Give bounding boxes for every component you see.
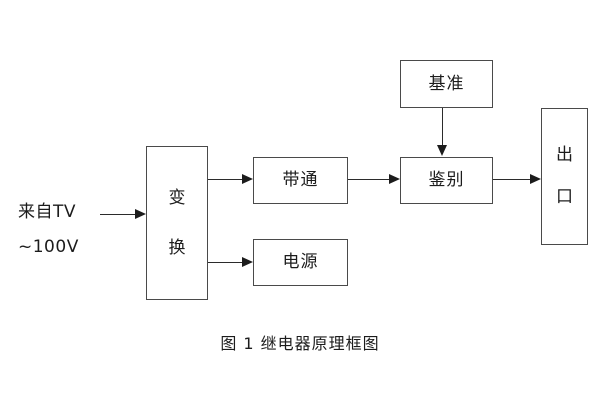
block-bandpass[interactable]: 带通	[253, 157, 348, 204]
block-bandpass-label: 带通	[282, 170, 319, 191]
block-reference[interactable]: 基准	[400, 60, 493, 108]
connector-bandpass-to-discriminate-line	[348, 179, 390, 180]
block-output-char-2: 口	[556, 186, 573, 207]
block-transform[interactable]: 变 换	[146, 146, 208, 300]
block-transform-char-1: 变	[168, 187, 186, 208]
connector-reference-to-discriminate-line	[442, 108, 443, 146]
block-output-char-1: 出	[556, 145, 573, 166]
arrowhead-transform-to-power	[242, 256, 253, 267]
arrowhead-bandpass-to-discriminate	[389, 173, 400, 184]
connector-transform-to-bandpass-line	[208, 179, 243, 180]
block-transform-char-2: 换	[168, 237, 186, 258]
connector-input-to-transform-line	[100, 214, 136, 215]
arrowhead-transform-to-bandpass	[242, 173, 253, 184]
arrowhead-reference-to-discriminate	[436, 145, 447, 156]
figure-caption: 图 1 继电器原理框图	[220, 334, 380, 353]
block-output[interactable]: 出 口	[541, 108, 588, 245]
input-source-label-line1: 来自TV	[18, 202, 77, 222]
input-source-label-line2: ~100V	[18, 237, 79, 257]
block-power-label: 电源	[282, 252, 319, 273]
connector-discriminate-to-output-line	[493, 179, 532, 180]
block-power[interactable]: 电源	[253, 239, 348, 286]
block-discriminate[interactable]: 鉴别	[400, 157, 493, 204]
block-discriminate-label: 鉴别	[428, 170, 465, 191]
arrowhead-input-to-transform	[135, 208, 146, 219]
block-reference-label: 基准	[428, 73, 465, 94]
arrowhead-discriminate-to-output	[530, 173, 541, 184]
connector-transform-to-power-line	[208, 262, 243, 263]
